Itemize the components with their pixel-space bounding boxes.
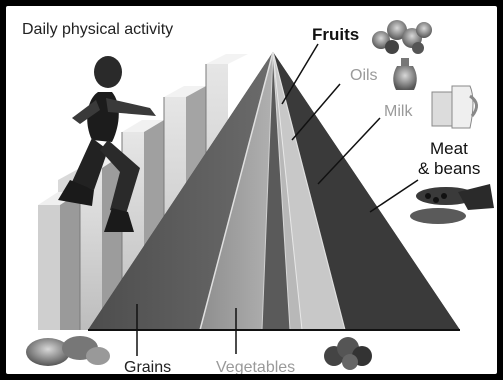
meat-label-line2: & beans — [418, 159, 480, 178]
milk-jug-icon — [432, 86, 477, 128]
milk-label: Milk — [384, 103, 413, 120]
oils-label: Oils — [350, 67, 378, 84]
meat-label-line1: Meat — [430, 139, 468, 158]
broccoli-icon — [324, 337, 372, 370]
food-pyramid-diagram: Daily physical activity Fruits Oils Milk… — [6, 6, 497, 374]
title: Daily physical activity — [22, 21, 173, 38]
pyramid-canvas: Daily physical activity Fruits Oils Milk… — [6, 6, 497, 374]
oil-bottle-icon — [393, 58, 417, 90]
vegetables-label: Vegetables — [216, 359, 295, 374]
meat-and-fish-icon — [410, 184, 494, 224]
bread-icon — [26, 336, 110, 366]
fruit-bowl-icon — [372, 20, 432, 54]
grains-label: Grains — [124, 359, 171, 374]
fruits-label: Fruits — [312, 25, 359, 44]
